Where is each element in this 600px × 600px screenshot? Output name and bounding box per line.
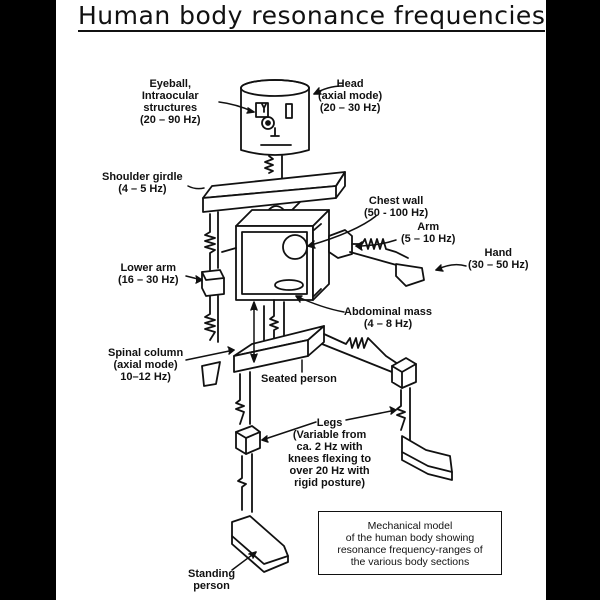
shoulder-girdle-label: Shoulder girdle(4 – 5 Hz) — [102, 171, 183, 195]
spinal-column-label: Spinal column(axial mode) 10–12 Hz) — [108, 347, 184, 383]
shoulder-girdle-bar — [202, 171, 346, 213]
head-label: Head(axial mode) (20 – 30 Hz) — [318, 78, 383, 114]
left-leg-assembly — [231, 371, 289, 573]
mechanical-model-drawing — [185, 79, 467, 573]
hand-label: Hand(30 – 50 Hz) — [468, 247, 529, 271]
head-cylinder — [240, 79, 310, 156]
label-leaders — [185, 85, 467, 571]
right-leg-assembly — [321, 333, 453, 481]
eyeball-label: Eyeball,Intraocular structures(20 – 90 H… — [140, 78, 201, 126]
arm-label: Arm(5 – 10 Hz) — [401, 221, 456, 245]
lower-arm-label: Lower arm(16 – 30 Hz) — [118, 262, 179, 286]
diagram-canvas: Human body resonance frequencies — [56, 0, 546, 600]
diagram-title: Human body resonance frequencies — [78, 1, 546, 32]
pelvis-seat-slab — [233, 325, 325, 373]
chest-wall-label: Chest wall(50 - 100 Hz) — [364, 195, 429, 219]
seated-person-label: Seated person — [261, 373, 337, 385]
chest-box — [235, 209, 330, 301]
left-arm-assembly — [201, 211, 237, 387]
abdominal-mass-label: Abdominal mass(4 – 8 Hz) — [344, 306, 433, 330]
